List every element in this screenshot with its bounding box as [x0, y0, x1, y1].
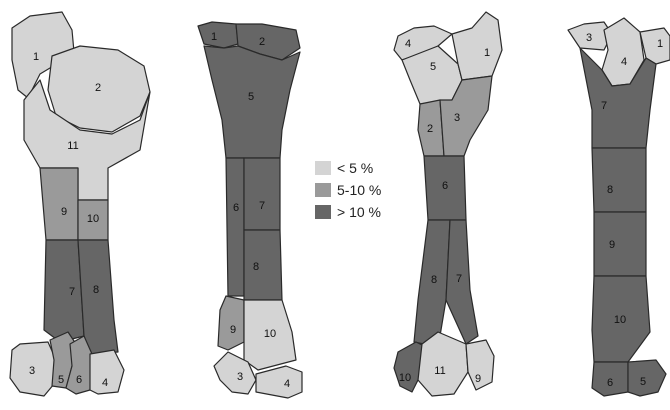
bone-2-region-label-1: 1 — [211, 31, 217, 43]
bone-2-region-label-3: 3 — [237, 371, 243, 383]
bone-1-region-label-9: 9 — [61, 206, 67, 218]
bone-4-region-5 — [628, 360, 666, 396]
bone-3-region-1 — [452, 12, 502, 80]
bone-4-region-label-3: 3 — [586, 32, 592, 44]
bone-2-region-4 — [256, 366, 302, 398]
bone-4-region-label-9: 9 — [609, 239, 615, 251]
bone-1-region-label-8: 8 — [93, 284, 99, 296]
bone-4-region-1 — [640, 28, 670, 64]
bone-3-region-label-3: 3 — [454, 112, 460, 124]
bone-1-region-label-3: 3 — [29, 365, 35, 377]
bone-2-region-label-10: 10 — [264, 328, 276, 340]
bone-4: 3 4 1 7 8 9 10 6 5 — [568, 18, 670, 396]
bone-3-region-label-10: 10 — [399, 372, 411, 384]
bone-1-region-label-2: 2 — [95, 82, 101, 94]
bone-3-region-label-7: 7 — [456, 273, 462, 285]
bone-2-region-label-5: 5 — [248, 91, 254, 103]
bone-2-region-8 — [244, 230, 282, 300]
bone-2-region-1 — [198, 22, 238, 48]
bone-2-region-6 — [226, 158, 244, 296]
bone-3-region-label-1: 1 — [484, 47, 490, 59]
bone-1-region-label-7: 7 — [69, 286, 75, 298]
bone-1-region-label-5: 5 — [58, 374, 64, 386]
legend-label-high: > 10 % — [337, 204, 381, 220]
bone-4-region-8 — [592, 148, 646, 212]
legend-item-low: < 5 % — [315, 157, 381, 179]
bone-3-region-label-11: 11 — [434, 365, 445, 377]
bone-1-region-label-11: 11 — [67, 140, 78, 152]
legend-swatch-low — [315, 161, 331, 175]
bone-1-region-label-6: 6 — [76, 374, 82, 386]
bone-4-region-label-6: 6 — [607, 377, 613, 389]
legend-item-high: > 10 % — [315, 201, 381, 223]
bone-1-region-label-4: 4 — [102, 377, 108, 389]
bone-4-region-label-7: 7 — [601, 100, 607, 112]
bone-1-region-7 — [44, 240, 84, 342]
bone-4-region-label-4: 4 — [621, 56, 627, 68]
bone-3-region-label-9: 9 — [475, 373, 481, 385]
bone-2-region-label-9: 9 — [230, 324, 236, 336]
bone-2-region-label-4: 4 — [284, 378, 290, 390]
bone-2-region-7 — [244, 158, 280, 230]
bone-2-region-label-8: 8 — [253, 261, 259, 273]
bone-4-region-label-1: 1 — [657, 38, 663, 50]
bone-1-region-label-1: 1 — [33, 51, 39, 63]
bone-1-region-label-10: 10 — [87, 213, 99, 225]
legend-label-mid: 5-10 % — [337, 182, 381, 198]
bone-4-region-label-5: 5 — [640, 376, 646, 388]
bone-3: 4 5 1 2 3 6 8 7 10 11 9 — [394, 12, 502, 396]
bone-2-region-label-2: 2 — [259, 36, 265, 48]
bone-3-region-label-6: 6 — [442, 180, 448, 192]
bone-3-region-label-5: 5 — [430, 61, 436, 73]
legend-item-mid: 5-10 % — [315, 179, 381, 201]
bone-4-region-9 — [594, 212, 646, 276]
bone-2: 1 2 5 6 7 8 9 10 3 4 — [198, 22, 302, 398]
legend-swatch-mid — [315, 183, 331, 197]
bone-4-region-label-10: 10 — [614, 314, 626, 326]
bone-2-region-label-7: 7 — [259, 200, 265, 212]
legend: < 5 % 5-10 % > 10 % — [315, 157, 381, 223]
bone-2-region-label-6: 6 — [233, 202, 239, 214]
bone-3-region-label-2: 2 — [427, 123, 433, 135]
legend-swatch-high — [315, 205, 331, 219]
bone-3-region-label-8: 8 — [431, 274, 437, 286]
bone-4-region-label-8: 8 — [607, 184, 613, 196]
bone-3-region-label-4: 4 — [405, 38, 411, 50]
legend-label-low: < 5 % — [337, 160, 373, 176]
bone-1-region-9 — [40, 168, 78, 240]
